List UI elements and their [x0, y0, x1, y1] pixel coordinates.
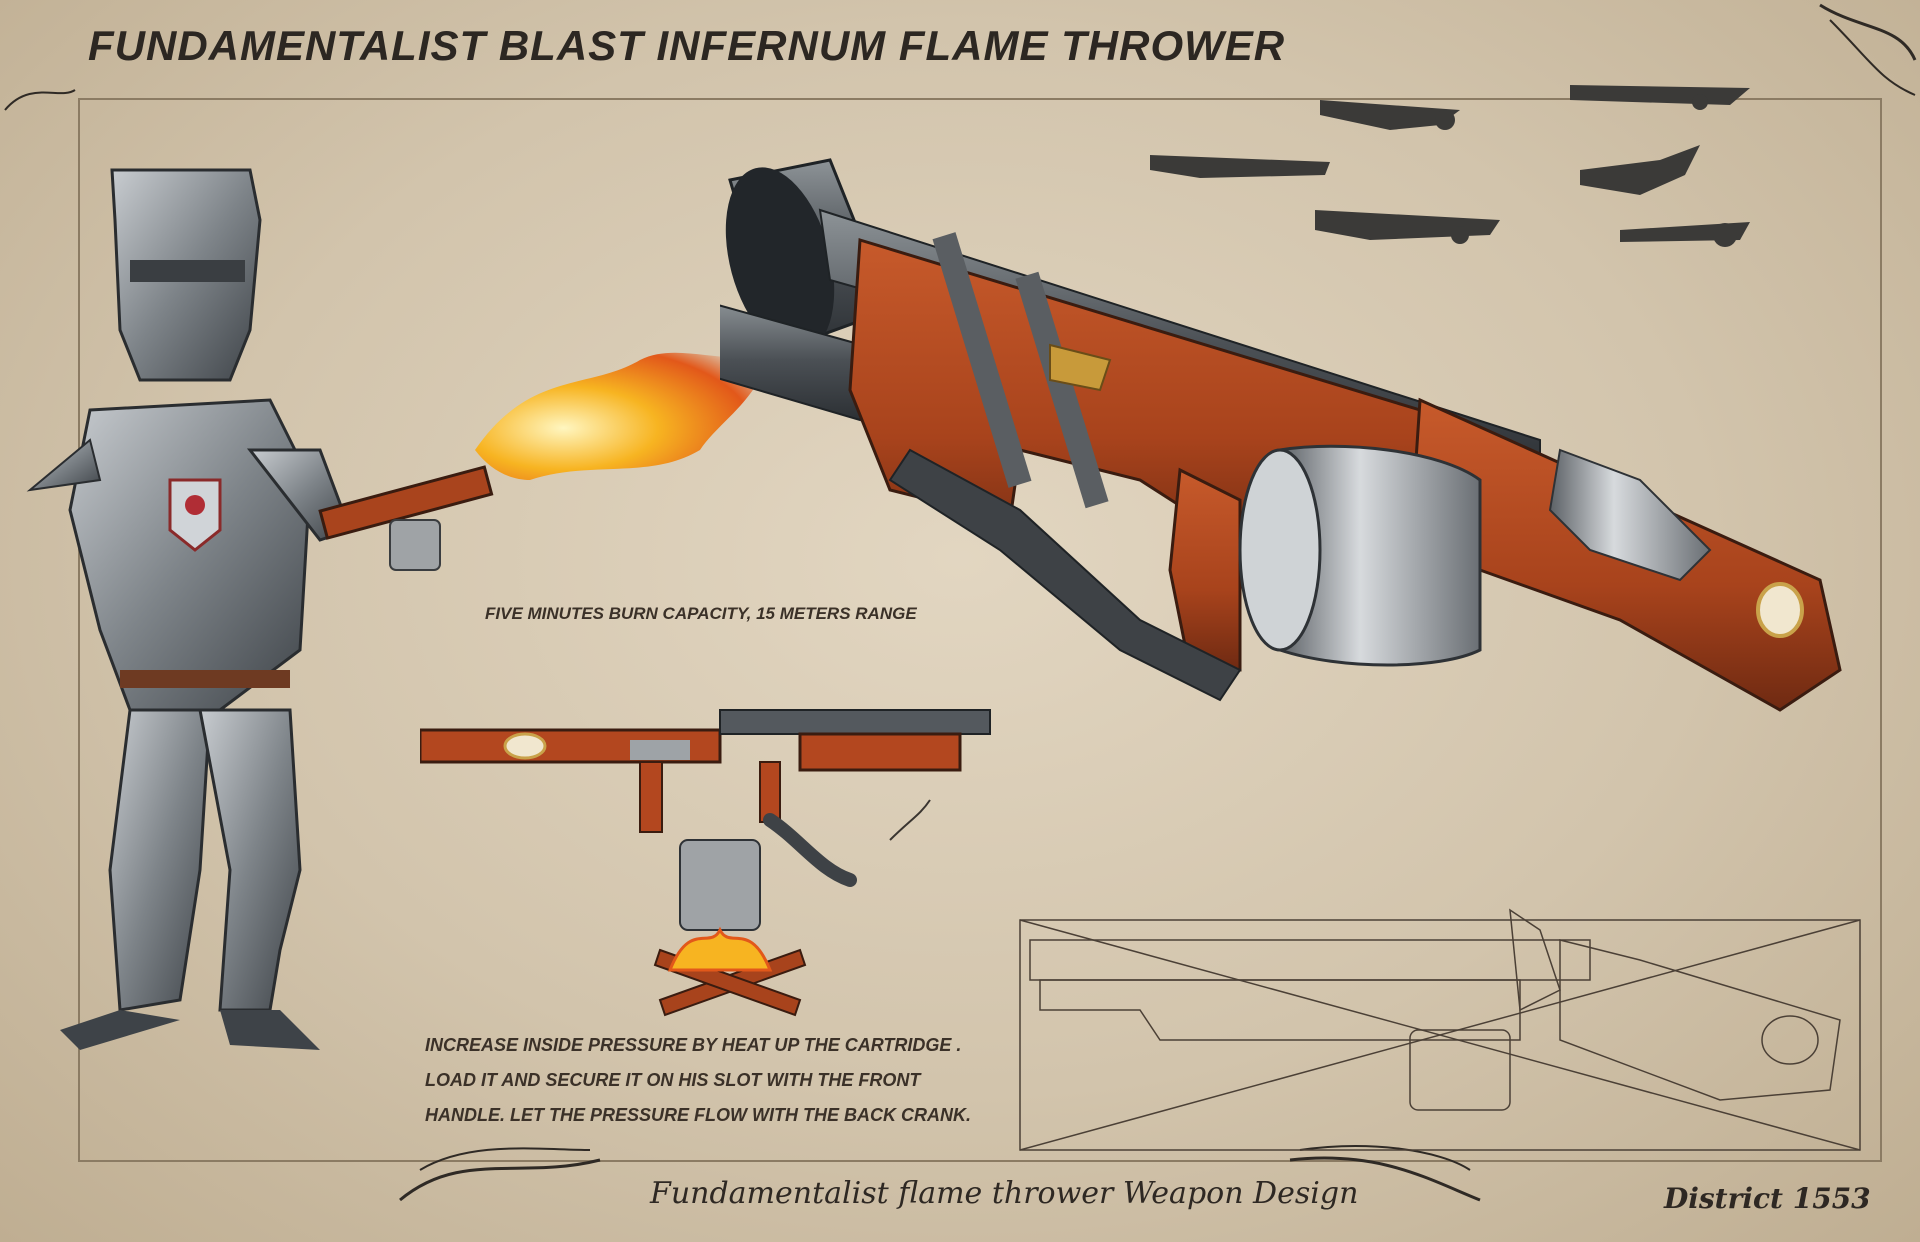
instructions-note: INCREASE INSIDE PRESSURE BY HEAT UP THE … — [425, 1035, 971, 1125]
page-title: FUNDAMENTALIST BLAST INFERNUM FLAME THRO… — [88, 22, 1286, 69]
main-flamethrower-render — [720, 158, 1842, 712]
capacity-note: FIVE MINUTES BURN CAPACITY, 15 METERS RA… — [485, 604, 917, 623]
knight-figure — [26, 168, 352, 1050]
heating-canister-diagram — [653, 839, 807, 1017]
flame-icon — [475, 350, 770, 480]
variant-silhouettes — [1150, 85, 1750, 247]
blueprint-drawing — [1019, 908, 1861, 1151]
studio-signature: District 1553 — [1664, 1182, 1871, 1215]
knight-flamethrower — [318, 465, 494, 571]
side-view-weapon — [420, 709, 991, 887]
page-frame — [78, 98, 1882, 1162]
footer-caption: Fundamentalist flame thrower Weapon Desi… — [650, 1176, 1359, 1211]
